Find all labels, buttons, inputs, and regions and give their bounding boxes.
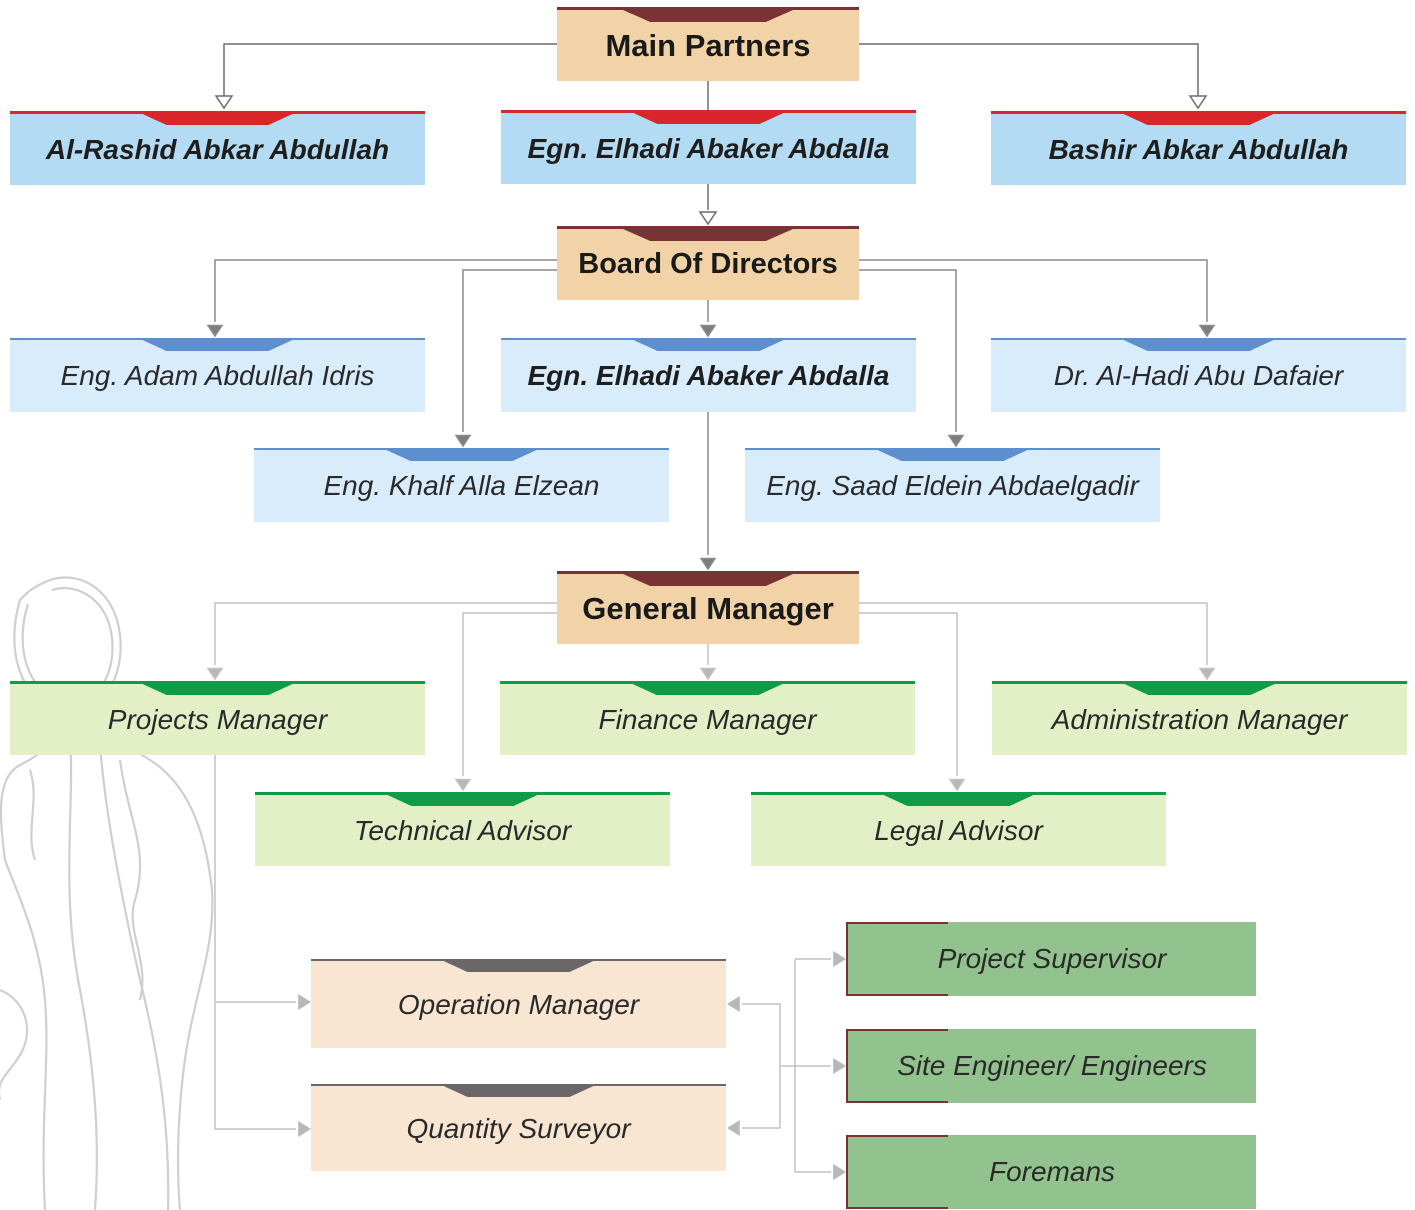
arrow-down-icon (698, 211, 718, 226)
board-of-directors-box: Board Of Directors (557, 226, 859, 300)
partner-name: Egn. Elhadi Abaker Abdalla (527, 132, 890, 164)
director-tab (633, 340, 784, 351)
director-box-elhadi: Egn. Elhadi Abaker Abdalla (501, 338, 916, 412)
manager-box-finance: Finance Manager (500, 681, 915, 755)
general-manager-box: General Manager (557, 571, 859, 644)
manager-title: Projects Manager (107, 703, 328, 735)
arrow-right-icon (833, 1164, 846, 1180)
partner-name: Bashir Abkar Abdullah (1048, 133, 1349, 165)
director-tab (877, 450, 1028, 461)
connector-line (214, 755, 296, 1130)
arrow-down-icon (206, 324, 224, 338)
director-tab (1123, 340, 1274, 351)
connector-line (214, 602, 557, 665)
site-title: Site Engineer/ Engineers (897, 1050, 1207, 1081)
arrow-down-icon (1188, 95, 1208, 110)
arrow-down-icon (699, 557, 717, 571)
connector-line (859, 269, 957, 432)
manager-box-technical: Technical Advisor (255, 792, 670, 866)
connector-line (859, 612, 958, 776)
director-name: Eng. Khalf Alla Elzean (323, 470, 600, 501)
arrow-down-icon (454, 434, 472, 448)
header-tab (623, 10, 793, 22)
manager-title: Legal Advisor (874, 814, 1043, 846)
manager-box-legal: Legal Advisor (751, 792, 1166, 866)
manager-tab (142, 684, 293, 695)
site-box-project-supervisor: Project Supervisor (846, 922, 1256, 996)
ops-tab (443, 961, 594, 972)
director-tab (142, 340, 293, 351)
manager-box-administration: Administration Manager (992, 681, 1407, 755)
general-manager-title: General Manager (582, 591, 834, 626)
partner-tab (1123, 114, 1274, 125)
partner-name: Al-Rashid Abkar Abdullah (45, 133, 390, 165)
director-tab (386, 450, 537, 461)
director-name: Egn. Elhadi Abaker Abdalla (527, 360, 890, 391)
arrow-down-icon (214, 95, 234, 110)
director-box-khalf: Eng. Khalf Alla Elzean (254, 448, 669, 522)
director-box-saad: Eng. Saad Eldein Abdaelgadir (745, 448, 1160, 522)
arrow-right-icon (298, 1121, 311, 1137)
connector-line (462, 269, 557, 432)
director-box-adam: Eng. Adam Abdullah Idris (10, 338, 425, 412)
connector-line (462, 612, 557, 776)
site-box-foremans: Foremans (846, 1135, 1256, 1209)
connector-line (214, 259, 557, 322)
ops-title: Operation Manager (397, 988, 640, 1020)
site-box-site-engineers: Site Engineer/ Engineers (846, 1029, 1256, 1103)
arrow-down-icon (1198, 324, 1216, 338)
arrow-down-icon (699, 667, 717, 681)
arrow-down-icon (947, 434, 965, 448)
connector-line (859, 43, 1199, 96)
director-name: Eng. Adam Abdullah Idris (60, 360, 375, 391)
manager-tab (1124, 684, 1275, 695)
ops-title: Quantity Surveyor (406, 1112, 631, 1144)
manager-tab (883, 795, 1034, 806)
partner-box-al-rashid: Al-Rashid Abkar Abdullah (10, 111, 425, 185)
manager-title: Technical Advisor (353, 814, 572, 846)
partner-tab (633, 113, 784, 124)
site-title: Foremans (988, 1156, 1116, 1187)
arrow-right-icon (298, 994, 311, 1010)
header-tab (623, 229, 793, 241)
connector-line (859, 259, 1208, 322)
director-name: Eng. Saad Eldein Abdaelgadir (766, 470, 1139, 501)
arrow-right-icon (833, 951, 846, 967)
arrow-down-icon (699, 324, 717, 338)
partner-box-elhadi: Egn. Elhadi Abaker Abdalla (501, 110, 916, 184)
connector-line (223, 43, 557, 96)
arrow-down-icon (454, 778, 472, 792)
site-title: Project Supervisor (937, 943, 1167, 974)
arrow-left-icon (727, 996, 740, 1012)
director-box-alhadi: Dr. Al-Hadi Abu Dafaier (991, 338, 1406, 412)
manager-title: Finance Manager (598, 703, 817, 735)
connector-line (742, 1003, 781, 1129)
ops-box-operation-manager: Operation Manager (311, 959, 726, 1048)
connector-line (859, 602, 1208, 665)
manager-box-projects: Projects Manager (10, 681, 425, 755)
partner-tab (142, 114, 293, 125)
arrow-right-icon (833, 1058, 846, 1074)
arrow-left-icon (727, 1120, 740, 1136)
arrow-down-icon (948, 778, 966, 792)
header-tab (623, 574, 793, 586)
arrow-down-icon (1198, 667, 1216, 681)
ops-tab (443, 1086, 594, 1097)
partner-box-bashir: Bashir Abkar Abdullah (991, 111, 1406, 185)
ops-box-quantity-surveyor: Quantity Surveyor (311, 1084, 726, 1171)
main-partners-title: Main Partners (605, 27, 811, 63)
director-name: Dr. Al-Hadi Abu Dafaier (1053, 360, 1344, 391)
manager-tab (387, 795, 538, 806)
manager-title: Administration Manager (1051, 703, 1348, 735)
main-partners-box: Main Partners (557, 7, 859, 81)
manager-tab (632, 684, 783, 695)
board-title: Board Of Directors (578, 248, 838, 280)
arrow-down-icon (206, 667, 224, 681)
